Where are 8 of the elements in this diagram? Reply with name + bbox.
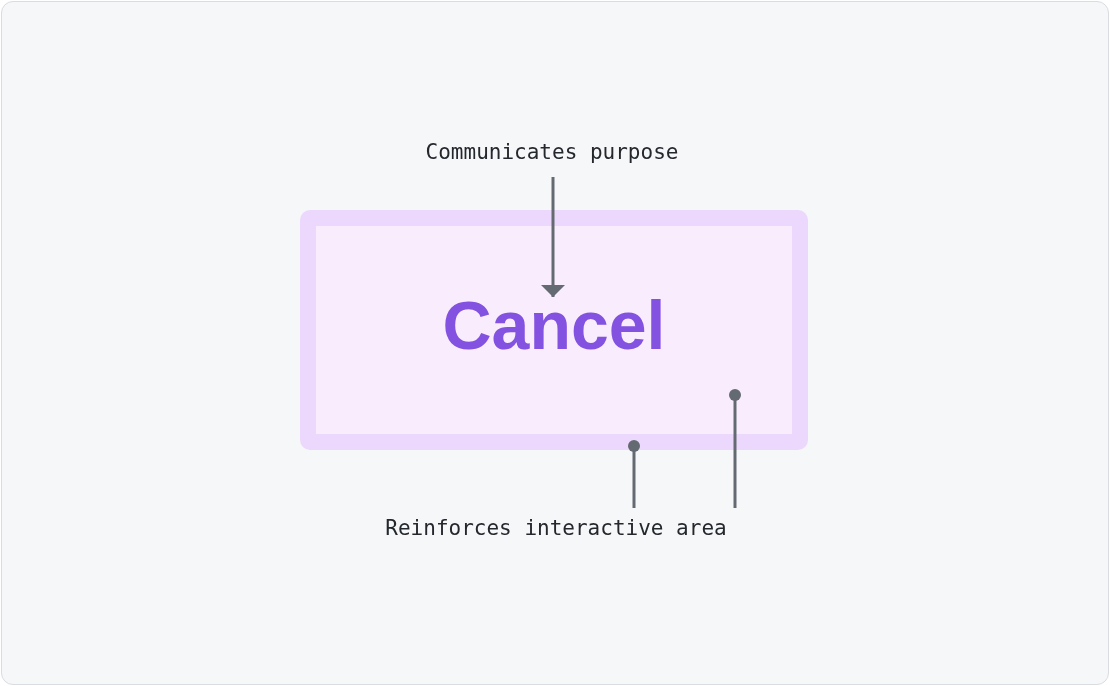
button-label: Cancel (442, 286, 666, 364)
button-fill (316, 226, 792, 434)
leader-line (628, 440, 640, 508)
arrow (541, 177, 565, 297)
button-border (300, 210, 808, 450)
annotation-text: Communicates purpose (425, 140, 679, 164)
annotation-text: Reinforces interactive area (385, 516, 727, 540)
leader-line (729, 389, 741, 508)
